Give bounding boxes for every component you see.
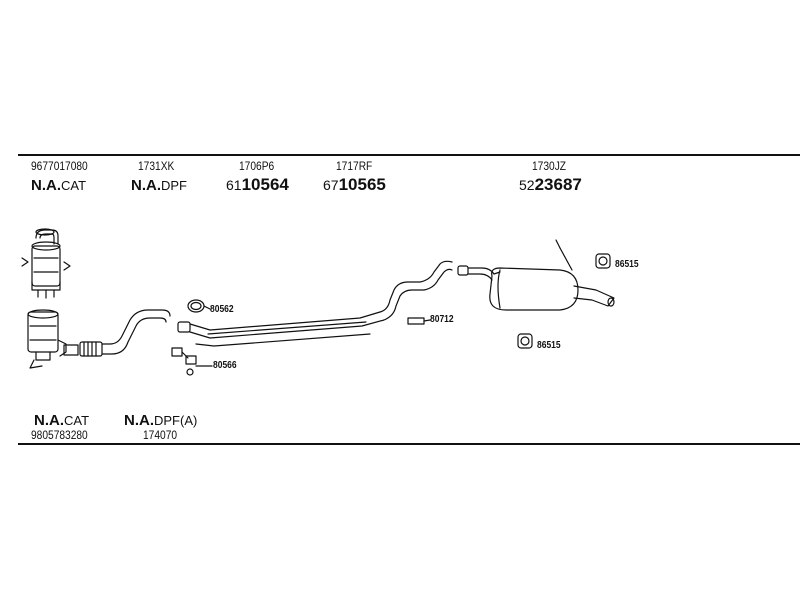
part-number-cat-bottom: 9805783280: [31, 428, 88, 442]
callout-clamp-upper: 80562: [210, 304, 234, 315]
hanger-lower-icon: [517, 333, 533, 349]
catalytic-converter-upper: [21, 228, 71, 299]
part-number-front-pipe: 1706P6: [239, 159, 275, 173]
middle-pipe: [177, 260, 453, 347]
dpf-label-bottom: N.A.DPF(A): [124, 412, 198, 429]
part-number-dpf-top: 1731XK: [138, 159, 175, 173]
clamp-upper-icon: [187, 299, 211, 313]
part-number-cat-top: 9677017080: [31, 159, 88, 173]
cat-label-bottom: N.A.CAT: [34, 412, 90, 429]
top-divider: [18, 154, 800, 156]
rear-silencer: [457, 239, 615, 311]
callout-hanger-upper: 86515: [615, 259, 639, 270]
part-number-dpf-bottom: 174070: [143, 428, 178, 442]
catalytic-converter-lower: [27, 309, 79, 369]
part-number-rear-silencer: 1730JZ: [532, 159, 567, 173]
ref-rear-silencer: 5223687: [519, 175, 582, 194]
bottom-divider: [18, 443, 800, 445]
cat-label-top: N.A.CAT: [31, 177, 87, 194]
dpf-front-pipe: [79, 309, 171, 357]
callout-hanger-lower: 86515: [537, 340, 561, 351]
dpf-label-top: N.A.DPF: [131, 177, 187, 194]
hanger-upper-icon: [595, 253, 611, 269]
gasket-icon: [407, 317, 431, 325]
ref-front-pipe: 6110564: [226, 175, 289, 194]
callout-clamp-lower: 80566: [213, 360, 237, 371]
part-number-middle-pipe: 1717RF: [336, 159, 373, 173]
clamp-lower-icon: [171, 347, 213, 376]
callout-gasket: 80712: [430, 314, 454, 325]
ref-middle-pipe: 6710565: [323, 175, 386, 194]
